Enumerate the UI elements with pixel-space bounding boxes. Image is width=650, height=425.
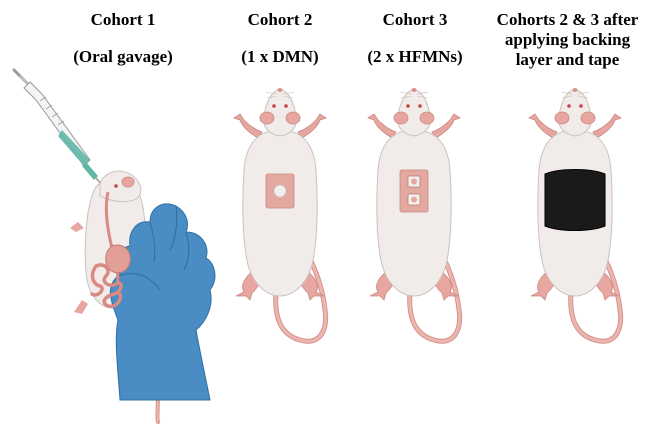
cohort-3-rat xyxy=(368,88,460,341)
cohort-1-illustration xyxy=(14,70,215,422)
backing-tape xyxy=(545,170,605,231)
syringe-icon xyxy=(14,70,108,192)
dmn-microneedle xyxy=(274,185,286,197)
cohort-2-rat xyxy=(234,88,326,341)
taped-rat xyxy=(529,88,621,341)
stomach xyxy=(106,245,131,273)
